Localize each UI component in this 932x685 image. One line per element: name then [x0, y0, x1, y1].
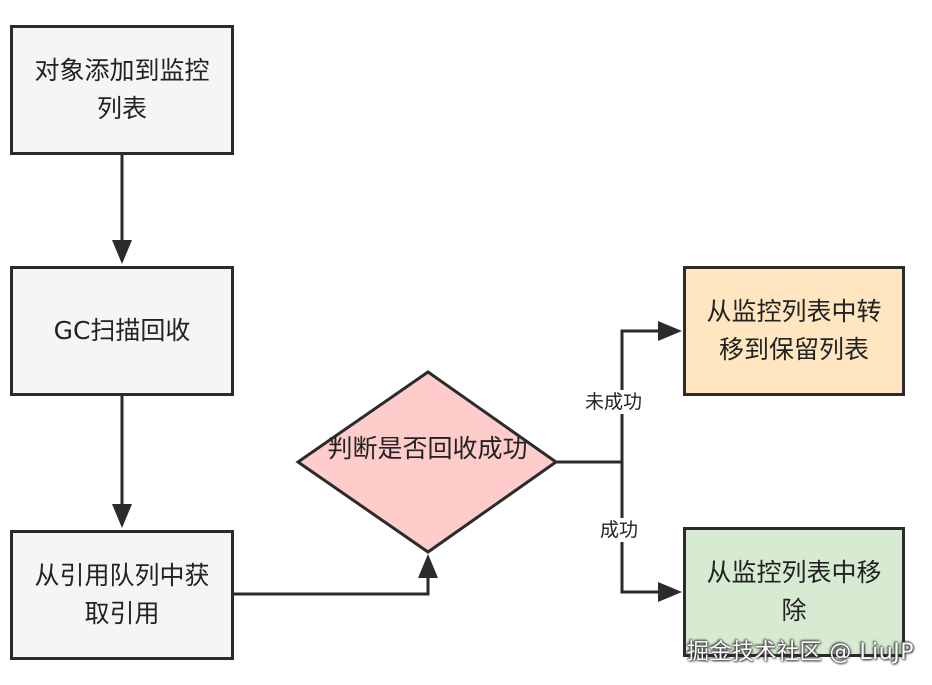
node-move-to-retain: 从监控列表中转移到保留列表	[683, 266, 905, 396]
watermark: 掘金技术社区 @ LiuJP	[686, 640, 914, 665]
arrowhead-reference	[112, 504, 132, 528]
node-get-reference: 从引用队列中获取引用	[10, 530, 234, 660]
arrowhead-decision	[418, 554, 438, 578]
node-add-to-monitor-label: 对象添加到监控列表	[34, 56, 210, 123]
node-remove-label: 从监控列表中移除	[706, 558, 882, 625]
node-gc-scan-label: GC扫描回收	[53, 316, 191, 345]
node-get-reference-label: 从引用队列中获取引用	[34, 561, 210, 628]
node-move-to-retain-label: 从监控列表中转移到保留列表	[706, 297, 882, 364]
edge-success-to-remove	[620, 462, 668, 594]
edge-label-fail: 未成功	[583, 390, 645, 414]
node-remove: 从监控列表中移除	[683, 527, 905, 657]
arrowhead-retain	[658, 321, 682, 341]
edge-fail-to-retain	[620, 329, 668, 462]
edge-label-success: 成功	[598, 518, 641, 542]
decision-label: 判断是否回收成功	[327, 434, 528, 463]
node-add-to-monitor: 对象添加到监控列表	[10, 25, 234, 155]
node-gc-scan: GC扫描回收	[10, 266, 234, 396]
arrowhead-remove	[658, 582, 682, 602]
arrowhead-gc	[112, 240, 132, 264]
decision-diamond	[295, 370, 559, 554]
edge-reference-to-decision	[234, 565, 430, 596]
